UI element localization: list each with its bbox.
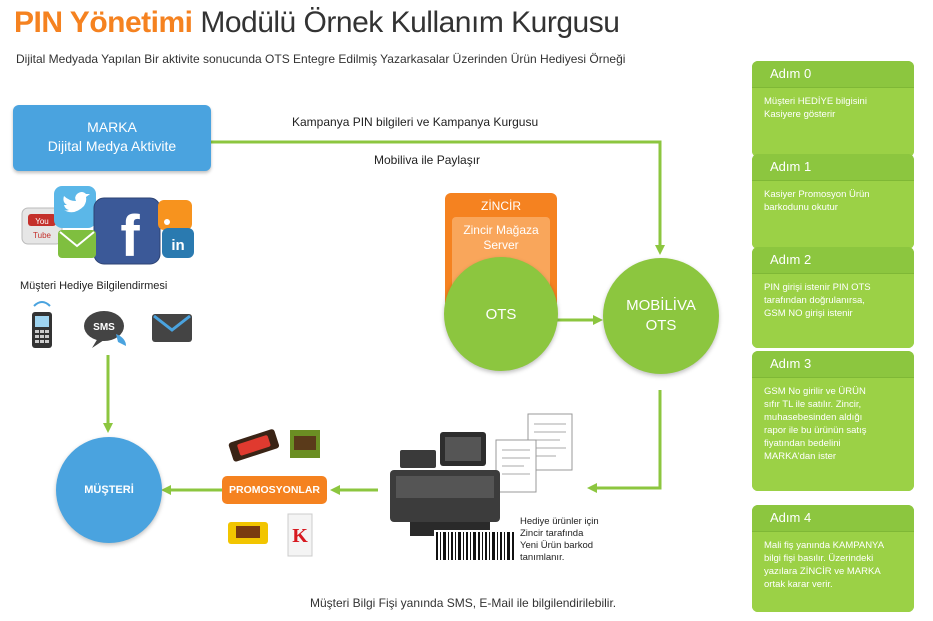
product-icons: K: [228, 429, 320, 557]
twitter-icon: [54, 186, 96, 228]
svg-text:in: in: [171, 237, 184, 254]
step-2-line: tarafından doğrulanırsa,: [764, 295, 865, 306]
marka-title: MARKA: [87, 119, 137, 135]
step-2-body: PIN girişi istenir PIN OTS tarafından do…: [752, 273, 914, 348]
step-4-line: Mali fiş yanında KAMPANYA: [764, 540, 885, 551]
youtube-icon: You Tube: [21, 207, 63, 245]
arrow-marka-mobiliva: [211, 140, 665, 255]
mail-icon: [58, 230, 96, 258]
step-4-line: ortak karar verir.: [764, 579, 833, 590]
sms-icon: SMS: [84, 311, 126, 348]
receipt-icon: [495, 413, 573, 493]
step-3-title: Adım 3: [752, 351, 914, 377]
bottom-note: Müşteri Bilgi Fişi yanında SMS, E-Mail i…: [310, 596, 617, 610]
wafer-pack-icon: [228, 522, 268, 544]
step-1-line: barkodunu okutur: [764, 202, 838, 213]
step-2-card: Adım 2 PIN girişi istenir PIN OTS tarafı…: [752, 247, 914, 348]
cereal-box-icon: K: [287, 513, 313, 557]
campaign-label: Kampanya PIN bilgileri ve Kampanya Kurgu…: [292, 115, 539, 129]
gift-note-line1: Hediye ürünler için: [520, 516, 599, 527]
mobiliva-label-line1: MOBİLİVA: [626, 297, 696, 314]
step-3-body: GSM No girilir ve ÜRÜN sıfır TL ile satı…: [752, 377, 914, 491]
svg-text:f: f: [120, 204, 140, 269]
mobiliva-circle: MOBİLİVA OTS: [603, 258, 719, 374]
gift-note-line2: Zincir tarafında: [520, 528, 584, 539]
step-2-title: Adım 2: [752, 247, 914, 273]
mobiliva-label-line2: OTS: [645, 317, 677, 334]
promosyonlar-box: PROMOSYONLAR: [222, 476, 327, 504]
step-4-line: bilgi fişi basılır. Üzerindeki: [764, 553, 874, 564]
step-3-card: Adım 3 GSM No girilir ve ÜRÜN sıfır TL i…: [752, 351, 914, 491]
barcode-icon: [434, 530, 518, 568]
step-0-line: Müşteri HEDİYE bilgisini: [764, 96, 867, 107]
mobile-phone-icon: [32, 301, 52, 348]
facebook-icon: f: [93, 197, 161, 269]
step-3-line: fiyatından bedelini: [764, 438, 841, 449]
step-1-title: Adım 1: [752, 154, 914, 180]
step-4-line: yazılara ZİNCİR ve MARKA: [764, 566, 881, 577]
ots-label: OTS: [485, 305, 517, 323]
step-4-title: Adım 4: [752, 505, 914, 531]
pos-terminal-icon: [390, 432, 500, 536]
zincir-server-line1: Zincir Mağaza: [463, 223, 539, 237]
sms-label: SMS: [93, 322, 115, 333]
rss-icon: [158, 200, 192, 230]
step-0-card: Adım 0 Müşteri HEDİYE bilgisini Kasiyere…: [752, 61, 914, 157]
notification-icons: SMS: [32, 301, 192, 348]
step-4-card: Adım 4 Mali fiş yanında KAMPANYA bilgi f…: [752, 505, 914, 612]
chocolate-bar-icon: [228, 429, 280, 462]
step-3-line: rapor ile bu ürünün satış: [764, 425, 867, 436]
gift-note-line3: Yeni Ürün barkod: [520, 540, 594, 551]
step-2-line: PIN girişi istenir PIN OTS: [764, 282, 871, 293]
email-icon: [152, 314, 192, 342]
marka-box: MARKA Dijital Medya Aktivite: [13, 105, 211, 171]
social-media-icons: You Tube f in: [21, 186, 194, 269]
step-1-card: Adım 1 Kasiyer Promosyon Ürün barkodunu …: [752, 154, 914, 249]
step-0-title: Adım 0: [752, 61, 914, 87]
share-label: Mobiliva ile Paylaşır: [374, 153, 481, 167]
step-1-line: Kasiyer Promosyon Ürün: [764, 189, 870, 200]
svg-text:K: K: [292, 525, 308, 547]
musteri-circle: MÜŞTERİ: [56, 437, 162, 543]
linkedin-icon: in: [162, 228, 194, 258]
zincir-server-label: Zincir Mağaza Server: [452, 223, 550, 253]
page-title: PIN Yönetimi Modülü Örnek Kullanım Kurgu…: [14, 6, 620, 40]
step-0-body: Müşteri HEDİYE bilgisini Kasiyere göster…: [752, 87, 914, 157]
zincir-server-line2: Server: [483, 238, 519, 252]
page-subtitle: Dijital Medyada Yapılan Bir aktivite son…: [16, 52, 626, 66]
step-2-line: GSM NO girişi istenir: [764, 308, 853, 319]
title-rest: Modülü Örnek Kullanım Kurgusu: [200, 6, 620, 39]
zincir-title: ZİNCİR: [481, 199, 521, 213]
svg-text:You: You: [35, 217, 49, 226]
ots-circle: OTS: [444, 257, 558, 371]
gift-note: Hediye ürünler için Zincir tarafında Yen…: [520, 516, 599, 564]
musteri-label: MÜŞTERİ: [84, 484, 134, 496]
step-3-line: sıfır TL ile satılır. Zincir,: [764, 399, 862, 410]
biscuit-pack-icon: [290, 430, 320, 458]
arrow-mobiliva-register: [587, 390, 662, 493]
cash-register-illustration: [390, 413, 573, 568]
svg-text:Tube: Tube: [33, 231, 51, 240]
step-4-body: Mali fiş yanında KAMPANYA bilgi fişi bas…: [752, 531, 914, 612]
step-3-line: muhasebesinden aldığı: [764, 412, 863, 423]
step-0-line: Kasiyere gösterir: [764, 109, 836, 120]
step-3-line: GSM No girilir ve ÜRÜN: [764, 386, 866, 397]
step-1-body: Kasiyer Promosyon Ürün barkodunu okutur: [752, 180, 914, 249]
title-highlight: PIN Yönetimi: [14, 6, 193, 39]
notify-label: Müşteri Hediye Bilgilendirmesi: [20, 280, 168, 292]
step-3-line: MARKA'dan ister: [764, 451, 837, 462]
marka-subtitle: Dijital Medya Aktivite: [47, 138, 177, 154]
gift-note-line4: tanımlanır.: [520, 552, 565, 563]
